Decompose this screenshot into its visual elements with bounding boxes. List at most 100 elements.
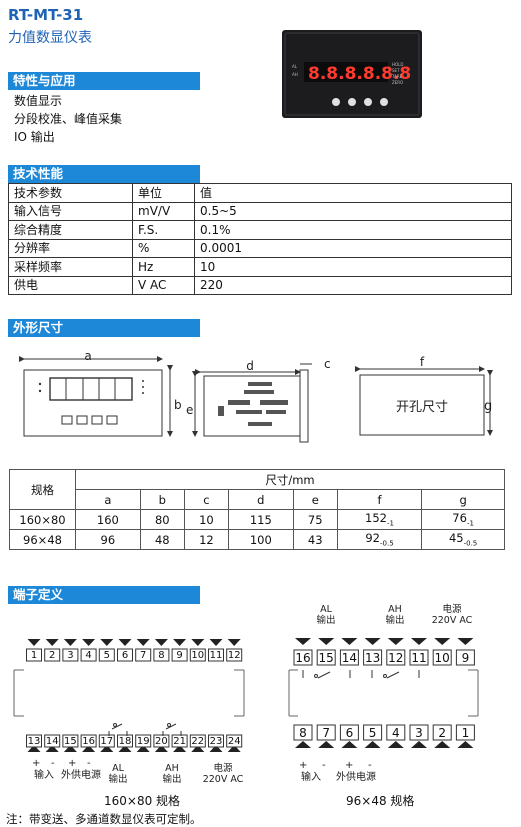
- svg-text:-: -: [87, 758, 91, 769]
- terminal-arrow-icon: [457, 741, 474, 748]
- svg-text:+: +: [68, 758, 76, 769]
- terminal-number: 4: [85, 650, 91, 661]
- terminal-arrow-icon: [82, 745, 96, 752]
- section-outline-title: 外形尺寸: [8, 319, 200, 337]
- svg-text:+: +: [32, 758, 40, 769]
- terminal-arrow-icon: [154, 639, 168, 646]
- caption-160x80: 160×80 规格: [104, 794, 181, 808]
- terminal-number: 11: [411, 651, 426, 665]
- dim-letter-g: g: [484, 399, 492, 414]
- terminal-number: 5: [104, 650, 110, 661]
- terminal-box: [135, 648, 152, 662]
- terminal-arrow-icon: [118, 639, 132, 646]
- label-supply: 外供电源: [336, 770, 376, 783]
- table-row: 分辨率%0.0001: [8, 238, 512, 258]
- terminal-box: [226, 648, 243, 662]
- svg-text:8.8.8.8.8.8: 8.8.8.8.8.8: [308, 64, 411, 84]
- section-specs-title: 技术性能: [8, 165, 200, 183]
- terminal-arrow-icon: [434, 741, 451, 748]
- section-terminals-title: 端子定义: [8, 586, 200, 604]
- terminal-arrow-icon: [191, 745, 205, 752]
- terminal-arrow-icon: [209, 639, 223, 646]
- terminal-box: [26, 648, 42, 662]
- terminal-number: 1: [31, 650, 37, 661]
- terminal-number: 4: [392, 726, 400, 740]
- table-row: 规格 尺寸/mm: [9, 469, 505, 510]
- terminal-arrow-icon: [173, 639, 187, 646]
- terminal-box: [409, 649, 429, 666]
- table-row: 技术参数单位值: [8, 183, 512, 203]
- terminal-box: [432, 724, 452, 741]
- dim-letter-b: b: [174, 398, 182, 412]
- terminal-number: 7: [322, 726, 330, 740]
- terminal-arrow-icon: [173, 745, 187, 752]
- terminal-box: [62, 648, 79, 662]
- terminal-number: 3: [67, 650, 73, 661]
- terminal-box: [62, 734, 79, 748]
- terminal-number: 15: [319, 651, 334, 665]
- terminal-number: 8: [299, 726, 307, 740]
- caption-96x48: 96×48 规格: [346, 794, 415, 808]
- terminal-box: [363, 724, 383, 741]
- terminal-box: [208, 648, 224, 662]
- terminal-box: [117, 648, 133, 662]
- terminal-arrow-icon: [63, 745, 77, 752]
- table-row: a b c d e f g: [10, 489, 505, 510]
- terminal-number: 11: [210, 650, 223, 661]
- terminal-arrow-icon: [191, 639, 205, 646]
- unit-header: 尺寸/mm: [75, 469, 505, 490]
- terminal-box: [386, 649, 406, 666]
- terminal-number: 13: [365, 651, 380, 665]
- terminal-arrow-icon: [295, 638, 311, 645]
- spec-header: 规格: [9, 469, 76, 510]
- terminal-arrow-icon: [457, 638, 474, 645]
- table-row: 160×80 160 80 10 115 75 152-1 76-1: [9, 509, 505, 530]
- svg-text:+: +: [299, 760, 307, 771]
- terminal-box: [432, 649, 452, 666]
- terminal-box: [80, 734, 97, 748]
- terminal-number: 14: [342, 651, 357, 665]
- terminal-arrow-icon: [387, 638, 404, 645]
- terminal-number: 15: [64, 736, 77, 747]
- terminal-arrow-icon: [100, 745, 114, 752]
- feature-item: 分段校准、峰值采集: [14, 112, 123, 126]
- terminal-box: [117, 734, 133, 748]
- dim-letter-d: d: [246, 359, 254, 373]
- terminal-number: 9: [462, 651, 470, 665]
- dim-letter-f: f: [420, 355, 425, 369]
- terminal-box: [98, 734, 115, 748]
- svg-text:TARE: TARE: [391, 74, 403, 79]
- svg-text:AH: AH: [292, 72, 298, 77]
- svg-text:ZERO: ZERO: [392, 80, 403, 85]
- terminal-arrow-icon: [364, 741, 381, 748]
- dim-letter-c: c: [324, 357, 331, 371]
- terminal-number: 5: [369, 726, 377, 740]
- dim-letter-a: a: [84, 349, 91, 363]
- terminal-number: 6: [122, 650, 128, 661]
- terminal-arrow-icon: [227, 639, 241, 646]
- terminal-box: [26, 734, 42, 748]
- label-supply: 外供电源: [61, 768, 101, 781]
- terminal-box: [339, 649, 359, 666]
- terminal-box: [208, 734, 224, 748]
- side-view-drawing: [192, 363, 312, 443]
- terminal-box: [171, 734, 188, 748]
- terminal-number: 10: [191, 650, 204, 661]
- terminal-number: 2: [49, 650, 55, 661]
- terminal-arrow-icon: [27, 639, 41, 646]
- dim-letter-e: e: [186, 403, 193, 417]
- outline-drawings: a b d e c f g 开孔尺寸: [19, 349, 493, 443]
- terminal-box: [293, 649, 313, 666]
- terminal-number: 13: [28, 736, 41, 747]
- terminal-number: 18: [119, 736, 132, 747]
- terminal-number: 10: [435, 651, 450, 665]
- dimensions-table: 规格 尺寸/mm a b c d e f g 160×80 160 80 10 …: [9, 469, 505, 550]
- terminal-arrow-icon: [209, 745, 223, 752]
